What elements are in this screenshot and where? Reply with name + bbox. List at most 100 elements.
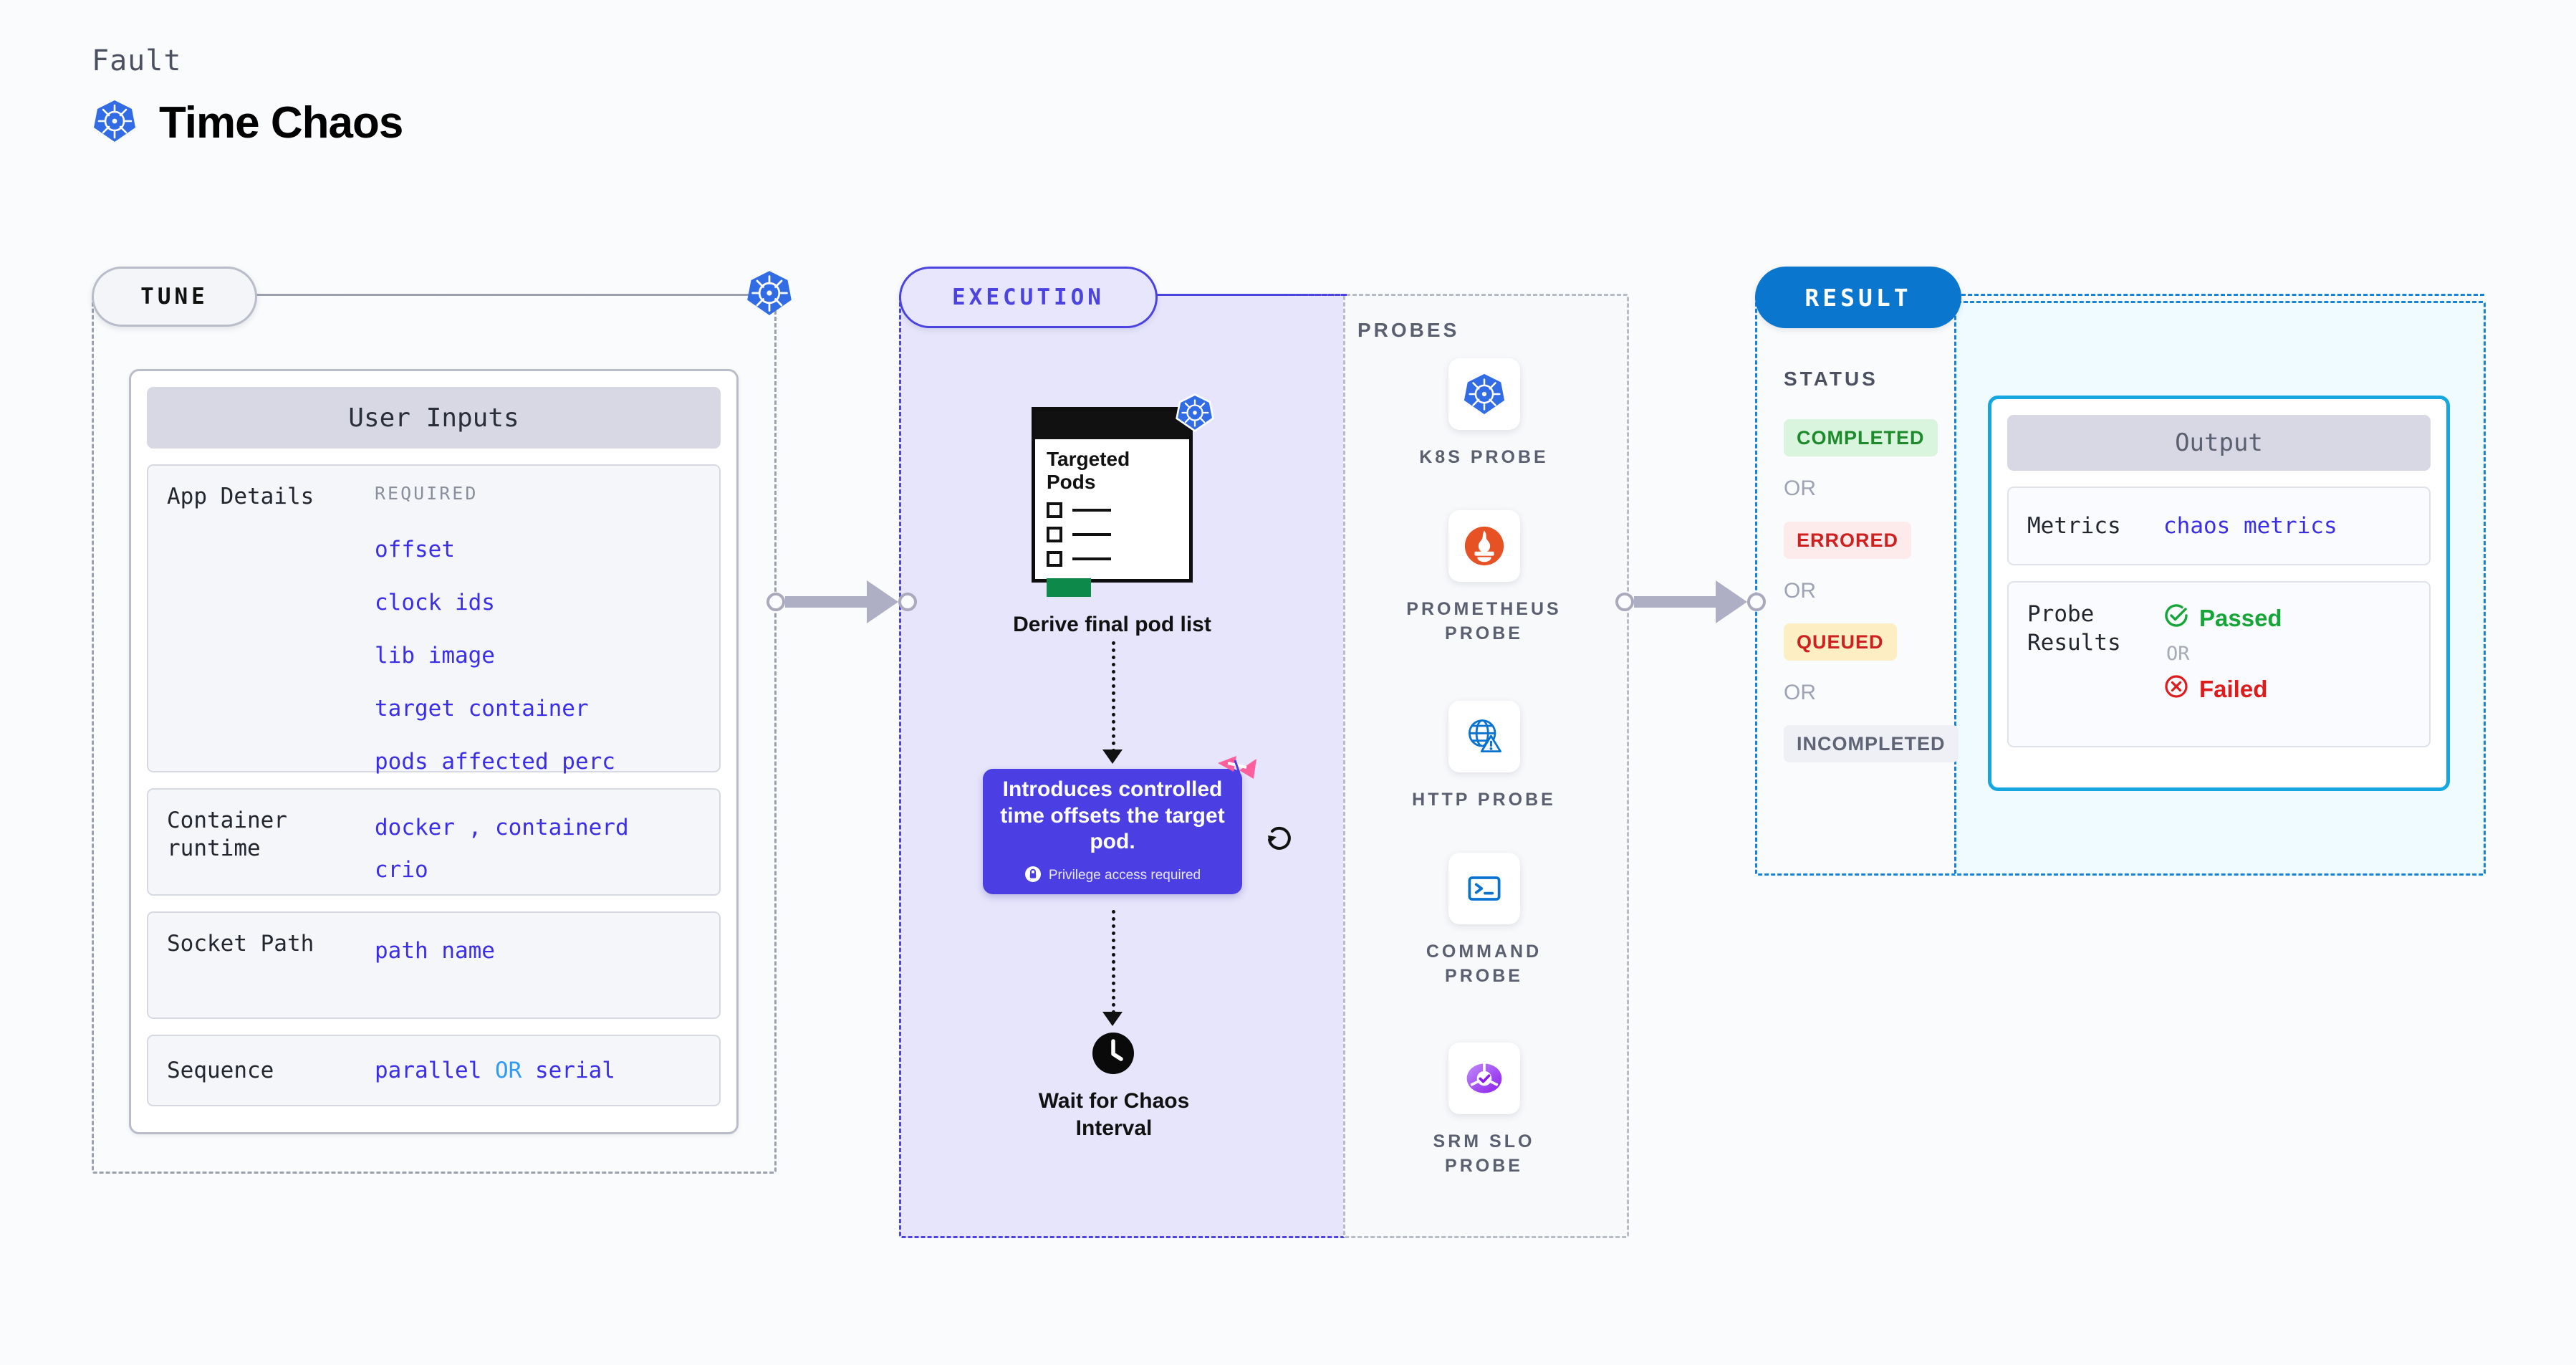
- status-badge-completed: COMPLETED: [1784, 419, 1938, 456]
- input-row-sequence: Sequence parallel OR serial: [147, 1035, 721, 1106]
- input-row-app-details: App Details REQUIRED offset clock ids li…: [147, 464, 721, 775]
- targeted-pods-card: Targeted Pods: [1032, 407, 1193, 598]
- connector-end-dot: [898, 593, 917, 611]
- globe-warning-icon: [1448, 701, 1520, 772]
- execution-dashed-connector: [1157, 294, 1347, 296]
- connector-arrowhead: [1716, 580, 1747, 623]
- probe-label-line1: HTTP PROBE: [1412, 790, 1556, 810]
- pod-name-placeholder: [1072, 533, 1111, 537]
- targeted-pods-title-line2: Pods: [1047, 471, 1096, 494]
- app-details-values: offset clock ids lib image target contai…: [375, 537, 615, 775]
- targeted-pods-title: Targeted Pods: [1047, 448, 1189, 494]
- status-badge-errored: ERRORED: [1784, 522, 1912, 559]
- probe-label-line1: K8S PROBE: [1419, 447, 1549, 467]
- probe-label: K8S PROBE: [1419, 446, 1548, 470]
- probe-label-line2: PROBE: [1445, 623, 1523, 643]
- output-row-probe-results: Probe Results Passed OR: [2007, 581, 2431, 747]
- execution-section-pill[interactable]: EXECUTION: [899, 267, 1158, 328]
- connector-bar: [785, 596, 868, 608]
- probe-label: PROMETHEUS PROBE: [1406, 598, 1561, 646]
- kubernetes-corner-icon: [745, 269, 794, 317]
- wait-label-line2: Interval: [1075, 1116, 1153, 1140]
- probe-item-http[interactable]: HTTP PROBE: [1343, 701, 1625, 813]
- output-key-probe-results: Probe Results: [2027, 600, 2163, 729]
- flow-arrowhead: [1102, 1012, 1123, 1026]
- derive-final-pod-list-label: Derive final pod list: [1013, 613, 1211, 636]
- fault-description-card: Introduces controlled time offsets the t…: [983, 769, 1242, 894]
- user-inputs-card: User Inputs App Details REQUIRED offset …: [129, 369, 739, 1134]
- probe-label: SRM SLO PROBE: [1433, 1130, 1535, 1179]
- wait-for-chaos-interval-label: Wait for Chaos Interval: [953, 1088, 1275, 1141]
- probe-item-srm-slo[interactable]: SRM SLO PROBE: [1343, 1043, 1625, 1179]
- privilege-note-text: Privilege access required: [1048, 868, 1201, 883]
- pod-checkbox-row: [1047, 527, 1189, 543]
- input-row-container-runtime: Container runtime docker , containerd cr…: [147, 788, 721, 896]
- value-runtime-line2: crio: [375, 856, 428, 883]
- probe-label-line1: PROMETHEUS: [1406, 599, 1562, 619]
- probe-item-command[interactable]: COMMAND PROBE: [1343, 853, 1625, 989]
- value-sequence-serial: serial: [534, 1057, 615, 1083]
- pod-checkbox-row: [1047, 551, 1189, 567]
- lock-icon: [1024, 866, 1042, 886]
- probe-key-line2: Results: [2027, 630, 2121, 656]
- status-badge-incompleted: INCOMPLETED: [1784, 725, 1959, 762]
- checkbox-icon: [1047, 527, 1062, 543]
- value-runtime-line1: docker , containerd: [375, 815, 629, 840]
- connector-start-dot: [1615, 593, 1634, 611]
- probes-title: PROBES: [1357, 319, 1460, 341]
- status-or-label: OR: [1784, 681, 1816, 704]
- output-row-metrics: Metrics chaos metrics: [2007, 487, 2431, 565]
- terminal-icon: [1448, 853, 1520, 924]
- status-badge-queued: QUEUED: [1784, 623, 1897, 661]
- value-sequence-or: OR: [494, 1057, 522, 1083]
- value-clock-ids: clock ids: [375, 590, 495, 616]
- connector-execution-to-result: [1615, 580, 1766, 623]
- kubernetes-badge-icon: [1175, 393, 1215, 436]
- status-or-label: OR: [1784, 476, 1816, 500]
- clock-icon: [1092, 1032, 1135, 1075]
- x-circle-icon: [2163, 674, 2189, 705]
- flow-dotted-line: [1112, 910, 1115, 1014]
- probe-key-line1: Probe: [2027, 601, 2095, 627]
- title-row: Time Chaos: [92, 97, 403, 148]
- probe-label-line1: COMMAND: [1426, 942, 1542, 962]
- tune-dashed-connector: [258, 294, 766, 296]
- check-circle-icon: [2163, 603, 2189, 634]
- card-header-bar: [1035, 411, 1189, 439]
- connector-end-dot: [1747, 593, 1766, 611]
- refresh-icon[interactable]: [1262, 821, 1297, 856]
- fault-label: Fault: [92, 44, 182, 77]
- output-value-metrics: chaos metrics: [2163, 513, 2337, 539]
- value-sequence-parallel: parallel: [375, 1057, 482, 1083]
- output-card-title: Output: [2007, 415, 2431, 471]
- probe-label-line2: PROBE: [1445, 965, 1523, 986]
- value-offset: offset: [375, 537, 455, 562]
- targeted-pods-title-line1: Targeted: [1047, 448, 1130, 470]
- input-row-socket-path: Socket Path path name: [147, 911, 721, 1019]
- value-lib-image: lib image: [375, 643, 495, 669]
- connector-bar: [1634, 596, 1717, 608]
- result-dashed-connector: [1961, 294, 2484, 296]
- passed-label: Passed: [2199, 605, 2282, 631]
- rotate-badge-icon: [1218, 756, 1258, 790]
- fault-description-text: Introduces controlled time offsets the t…: [1000, 777, 1225, 854]
- connector-start-dot: [766, 593, 785, 611]
- probe-item-k8s[interactable]: K8S PROBE: [1343, 358, 1625, 470]
- output-key-metrics: Metrics: [2027, 512, 2121, 539]
- probe-result-passed: Passed: [2163, 603, 2282, 634]
- input-key-socket-path: Socket Path: [167, 931, 314, 957]
- kubernetes-icon: [92, 98, 138, 148]
- tune-section-pill[interactable]: TUNE: [92, 267, 257, 327]
- wait-label-line1: Wait for Chaos: [1038, 1089, 1190, 1113]
- value-target-container: target container: [375, 696, 589, 722]
- privilege-note-row: Privilege access required: [1024, 866, 1201, 886]
- connector-arrowhead: [867, 580, 898, 623]
- value-sequence: parallel OR serial: [375, 1050, 615, 1092]
- probe-item-prometheus[interactable]: PROMETHEUS PROBE: [1343, 510, 1625, 646]
- result-section-pill[interactable]: RESULT: [1755, 267, 1961, 328]
- status-bar-green: [1047, 578, 1091, 598]
- input-key-sequence: Sequence: [167, 1057, 274, 1083]
- kubernetes-icon: [1448, 358, 1520, 430]
- slo-donut-icon: [1448, 1043, 1520, 1114]
- pod-checkbox-row: [1047, 502, 1189, 519]
